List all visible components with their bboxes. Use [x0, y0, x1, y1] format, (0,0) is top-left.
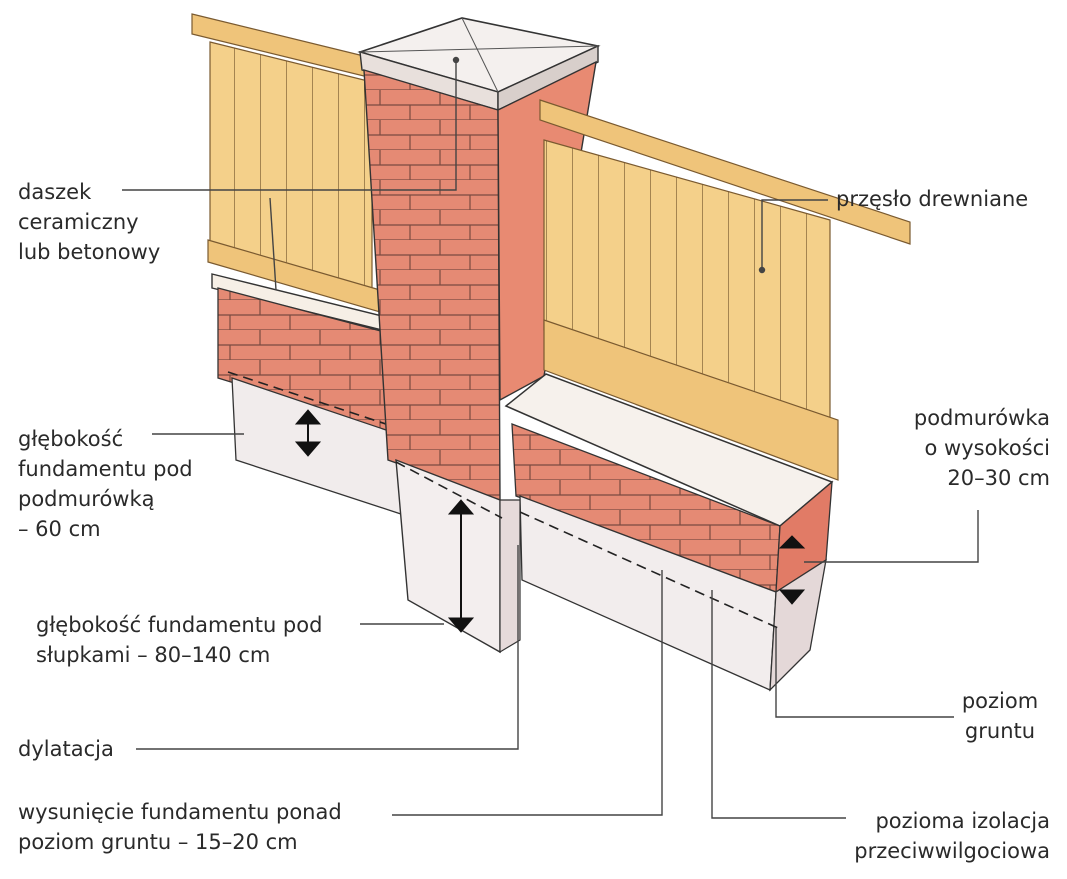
height-arrow-plinth [778, 535, 806, 605]
label-line: wysunięcie fundamentu ponad [18, 800, 342, 824]
label-foundation-protrusion: wysunięcie fundamentu ponad poziom grunt… [18, 797, 342, 857]
label-line: lub betonowy [18, 240, 161, 264]
label-line: przęsło drewniane [836, 187, 1029, 211]
label-plinth-height: podmurówka o wysokości 20–30 cm [860, 403, 1050, 493]
label-line: podmurówka [913, 406, 1050, 430]
depth-arrow-pillar [447, 499, 475, 633]
label-ground-level: poziom gruntu [950, 686, 1050, 746]
leader-lines [122, 56, 979, 819]
label-line: słupkami – 80–140 cm [36, 643, 271, 667]
insulation-line-left [227, 371, 399, 429]
label-line: pozioma izolacja [875, 809, 1050, 833]
label-line: fundamentu pod [18, 457, 193, 481]
left-fence-panel [191, 13, 381, 313]
label-plinth-foundation-depth: głębokość fundamentu pod podmurówką – 60… [18, 424, 193, 544]
label-line: gruntu [964, 719, 1036, 743]
label-line: daszek [18, 180, 92, 204]
label-roof-cap: daszek ceramiczny lub betonowy [18, 177, 160, 267]
label-line: dylatacja [18, 737, 114, 761]
label-line: podmurówką [18, 487, 155, 511]
label-line: głębokość [18, 427, 124, 451]
right-fence-panel [539, 99, 911, 481]
label-damp-proofing: pozioma izolacja przeciwwilgociowa [820, 806, 1050, 866]
label-line: 20–30 cm [947, 466, 1050, 490]
label-pillar-foundation-depth: głębokość fundamentu pod słupkami – 80–1… [36, 610, 322, 670]
label-expansion-joint: dylatacja [18, 734, 114, 764]
label-line: głębokość fundamentu pod [36, 613, 323, 637]
label-wooden-panel: przęsło drewniane [836, 184, 1028, 214]
label-line: ceramiczny [18, 210, 139, 234]
depth-arrow-plinth [294, 409, 322, 457]
label-line: o wysokości [924, 436, 1051, 460]
label-line: poziom gruntu – 15–20 cm [18, 830, 298, 854]
label-line: przeciwwilgociowa [854, 839, 1050, 863]
label-line: poziom [961, 689, 1039, 713]
label-line: – 60 cm [18, 517, 101, 541]
